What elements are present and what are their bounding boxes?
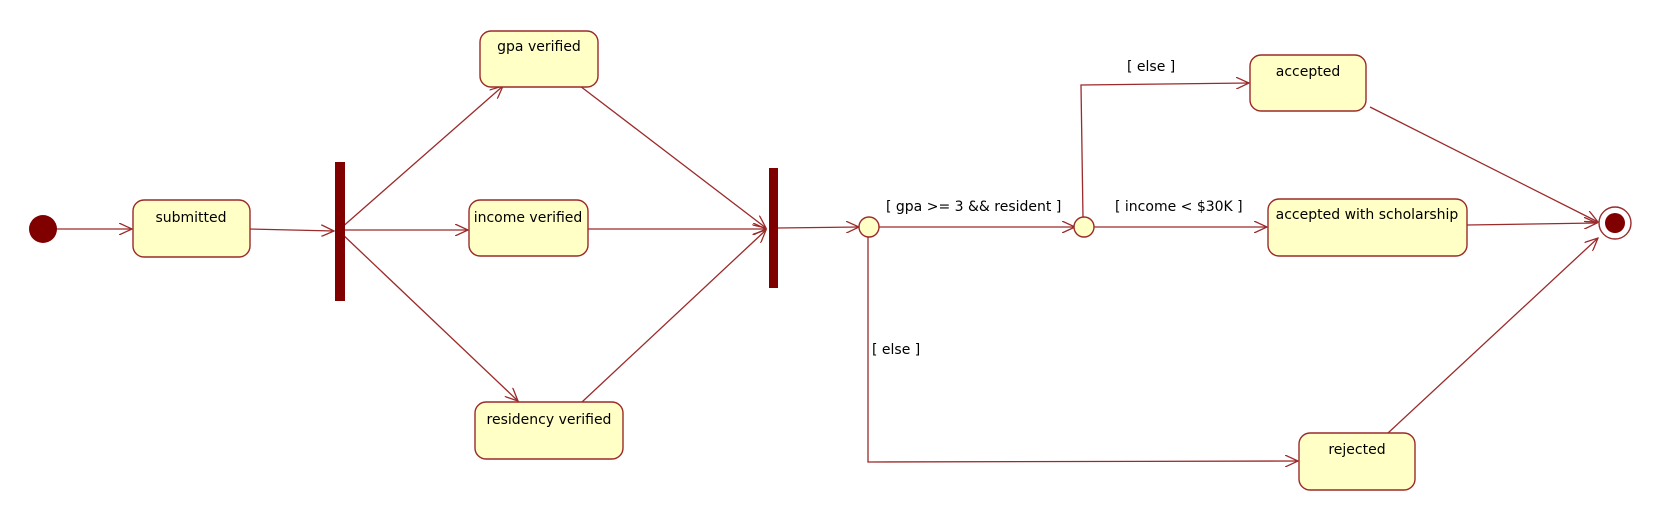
state-accepted[interactable]: accepted	[1249, 54, 1367, 112]
state-label: rejected	[1328, 442, 1385, 458]
state-residency-verified[interactable]: residency verified	[474, 401, 624, 460]
edge-accepted-to-final	[1369, 106, 1598, 222]
state-label: accepted	[1276, 64, 1340, 80]
edge-join-to-choice1	[777, 227, 859, 228]
edge-fork-to-gpa	[339, 86, 503, 230]
state-box	[474, 401, 624, 460]
edge-residency-to-join	[581, 230, 766, 403]
state-label: accepted with scholarship	[1276, 207, 1459, 223]
guard-else-top: [ else ]	[1127, 59, 1175, 75]
guards: [ gpa >= 3 && resident ] [ else ] [ inco…	[872, 59, 1243, 358]
state-accepted-with-scholarship[interactable]: accepted with scholarship	[1267, 198, 1468, 257]
fork-bar[interactable]	[335, 162, 345, 301]
state-income-verified[interactable]: income verified	[468, 199, 589, 257]
state-label: residency verified	[487, 412, 612, 428]
edge-choice1-to-rejected	[867, 237, 1298, 462]
transitions	[54, 83, 1598, 462]
edge-gpa-to-join	[579, 85, 766, 228]
join-bar[interactable]	[769, 168, 778, 288]
state-box	[1249, 54, 1367, 112]
guard-gpa-resident: [ gpa >= 3 && resident ]	[886, 199, 1061, 215]
state-label: gpa verified	[497, 39, 581, 55]
state-label: income verified	[474, 210, 583, 226]
state-box	[1298, 432, 1416, 491]
state-box	[132, 199, 251, 258]
guard-else-bottom: [ else ]	[872, 342, 920, 358]
state-box	[468, 199, 589, 257]
state-gpa-verified[interactable]: gpa verified	[479, 30, 599, 88]
state-box	[479, 30, 599, 88]
edge-fork-to-residency	[339, 231, 518, 401]
edge-choice2-to-accepted	[1080, 83, 1249, 219]
guard-income: [ income < $30K ]	[1115, 199, 1243, 215]
state-rejected[interactable]: rejected	[1298, 432, 1416, 491]
state-box	[1267, 198, 1468, 257]
edge-submitted-to-fork	[248, 229, 334, 231]
final-state[interactable]	[1598, 206, 1632, 240]
state-submitted[interactable]: submitted	[132, 199, 251, 258]
initial-state[interactable]	[29, 215, 57, 243]
choice-node-2[interactable]	[1073, 216, 1095, 238]
state-label: submitted	[155, 210, 226, 226]
choice-node-1[interactable]	[858, 216, 880, 238]
edge-scholarship-to-final	[1466, 223, 1597, 225]
final-state-inner-dot	[1605, 213, 1625, 233]
edge-rejected-to-final	[1387, 238, 1598, 434]
